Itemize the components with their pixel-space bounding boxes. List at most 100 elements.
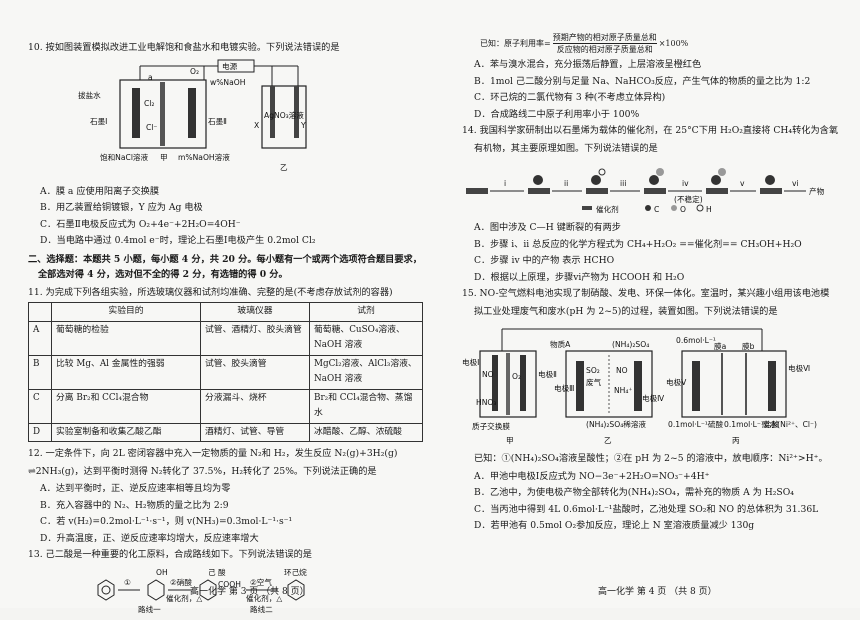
fuel-cell-apparatus-diagram: 0.6mol·L⁻¹ 电极Ⅰ 电极Ⅱ NO O₂ HNO₃ 质子交换膜 甲 物质… — [462, 328, 817, 445]
table-row: D 实验室制备和收集乙酸乙酯 酒精灯、试管、导管 冰醋酸、乙醇、浓硫酸 — [28, 422, 423, 442]
q15-figure: 0.6mol·L⁻¹ 电极Ⅰ 电极Ⅱ NO O₂ HNO₃ 质子交换膜 甲 物质… — [462, 321, 842, 447]
table-cell: MgCl₂溶液、AlCl₃溶液、NaOH 溶液 — [309, 354, 423, 390]
catalyst-5 — [706, 188, 728, 194]
legend-o-label: O — [680, 205, 686, 214]
atom-econ-prefix: 已知：原子利用率= — [480, 38, 551, 48]
carbon-atom — [649, 175, 659, 185]
membrane-a-label: a — [148, 73, 153, 82]
q13-option-a: A．苯与溴水混合，充分振荡后静置，上层溶液呈橙红色 — [474, 59, 702, 70]
q15-stem-line2: 拟工业处理废气和废水(pH 为 2~5)的过程，装置如图。下列说法错误的是 — [474, 305, 778, 317]
catalyst-surface-group — [466, 188, 782, 194]
step2-label: ②硝酸 — [170, 577, 192, 587]
mema-label: 膜a — [714, 341, 726, 351]
graphite-electrode-1 — [132, 87, 140, 138]
nacl-label: 饱和NaCl溶液 — [100, 152, 149, 162]
q12-stem-line1: 12. 一定条件下，向 2L 密闭容器中充入一定物质的量 N₂和 H₂，发生反应… — [28, 448, 398, 459]
carbon-atom — [591, 175, 601, 185]
table-cell: 分液漏斗、烧杯 — [200, 388, 310, 424]
methane-oxidation-mechanism: i ii iii iv v vi (不稳定) 产物 催化剂 C O H — [466, 168, 825, 214]
step3-label: ②空气 — [250, 577, 272, 587]
catalyst-4 — [644, 188, 666, 194]
section2-header: 二、选择题：本题共 5 小题，每小题 4 分，共 20 分。每小题有一个或两个选… — [28, 252, 428, 283]
q15-option-d: D．若甲池有 0.5mol O₂参加反应，理论上 N 室溶液质量减少 130g — [474, 520, 755, 531]
atom-economy-note: 已知：原子利用率= 预期产物的相对原子质量总和 反应物的相对原子质量总和 ×10… — [462, 32, 842, 55]
e5-label: 电极Ⅴ — [666, 377, 687, 387]
cl2-label: Cl₂ — [144, 99, 154, 108]
nh4-label: NH₄⁺ — [614, 386, 632, 395]
q14-option-b: B．步骤 i、ii 总反应的化学方程式为 CH₄+H₂O₂ ==催化剂== CH… — [474, 238, 802, 250]
q12-option-a: A．达到平衡时，正、逆反应速率相等且均为零 — [40, 483, 231, 494]
atom-econ-suffix: ×100% — [658, 38, 689, 48]
benzene-ring — [97, 578, 115, 601]
cl-ion-label: Cl⁻ — [146, 123, 157, 132]
legend-c-swatch — [645, 205, 651, 211]
q14-option-c: C．步骤 iv 中的产物 表示 HCHO — [474, 255, 615, 266]
catalyst-1 — [466, 188, 488, 194]
step-iii-label: iii — [620, 179, 626, 188]
dilute-label: (NH₄)₂SO₄稀溶液 — [586, 419, 646, 429]
left-column: 10. 按如图装置模拟改进工业电解饱和食盐水和电镀实验。下列说法错误的是 电源 … — [28, 40, 428, 619]
no-label-yi: NO — [616, 366, 628, 375]
q10-option-a: A．膜 a 应使用阳离子交换膜 — [40, 185, 160, 197]
jia-label: 甲 — [506, 436, 514, 445]
electrode-5 — [692, 361, 700, 411]
jia-label: 甲 — [160, 153, 168, 162]
q12-option-b: B．充入容器中的 N₂、H₂物质的量之比为 2:9 — [40, 499, 229, 511]
legend-o-swatch — [671, 205, 677, 211]
no-label-jia: NO — [482, 370, 494, 379]
table-cell: 试管、酒精灯、胶头滴管 — [200, 320, 310, 356]
cell-jia — [119, 78, 207, 149]
e1-label: 电极Ⅰ — [462, 357, 479, 367]
yi-label: 乙 — [604, 436, 612, 445]
q10-option-b: B．用乙装置给铜镀银，Y 应为 Ag 电极 — [40, 202, 203, 213]
legend-catalyst-swatch — [582, 206, 592, 210]
graphite2-label: 石墨Ⅱ — [208, 117, 227, 126]
q12-stem-line2: ⇌2NH₃(g)，达到平衡时测得 N₂转化了 37.5%，H₂转化了 25%。下… — [28, 465, 377, 477]
cat2-label: 催化剂，△ — [246, 593, 282, 603]
q13-option-d: D．合成路线二中原子利用率小于 100% — [474, 108, 640, 120]
gas-label: 废气 — [586, 377, 602, 387]
cell-jia — [479, 350, 537, 418]
table-cell: D — [28, 422, 52, 442]
yi-label: 乙 — [280, 163, 288, 172]
q13-option-b: B．1mol 己二酸分别与足量 Na、NaHCO₃反应，产生气体的物质的量之比为… — [474, 75, 811, 87]
table-cell: 分离 Br₂和 CCl₄混合物 — [51, 388, 201, 424]
legend-catalyst-label: 催化剂 — [596, 204, 619, 214]
q13-option-c: C．环己烷的二氯代物有 3 种(不考虑立体异构) — [474, 92, 666, 103]
electrode-x — [270, 85, 275, 138]
cyclohexanol-ring — [147, 578, 165, 601]
electrode-4 — [634, 361, 642, 411]
step-vi-label: vi — [792, 179, 799, 188]
pem-label: 质子交换膜 — [472, 421, 510, 431]
table-cell: 试管、胶头滴管 — [200, 354, 310, 390]
catalyst-2 — [528, 188, 550, 194]
q14-figure: i ii iii iv v vi (不稳定) 产物 催化剂 C O H — [462, 158, 842, 216]
step1-label: ① — [124, 578, 131, 587]
cell-bing — [681, 350, 787, 418]
molecule-group — [533, 168, 775, 185]
proton-exchange-membrane — [506, 353, 510, 415]
oxygen-atom — [656, 168, 664, 176]
carbon-atom — [533, 175, 543, 185]
q14-option-a: A．图中涉及 C—H 键断裂的有两步 — [474, 222, 621, 233]
q15-option-c: C．当丙池中得到 4L 0.6mol·L⁻¹盐酸时，乙池处理 SO₂和 NO 的… — [474, 503, 819, 515]
electrolysis-apparatus-diagram: 电源 a O₂ w%NaOH 拔盐水 Cl₂ Cl⁻ 石墨Ⅰ 石墨Ⅱ 饱和NaC… — [78, 59, 307, 172]
atom-econ-fraction: 预期产物的相对原子质量总和 反应物的相对原子质量总和 — [552, 32, 657, 55]
unstable-label: (不稳定) — [674, 194, 703, 204]
table-cell: 葡萄糖、CuSO₄溶液、NaOH 溶液 — [309, 320, 423, 356]
e4-label: 电极Ⅳ — [642, 393, 664, 403]
q10-stem: 10. 按如图装置模拟改进工业电解饱和食盐水和电镀实验。下列说法错误的是 — [28, 42, 340, 53]
table-header: 实验目的 — [51, 302, 201, 322]
q13-stem: 13. 己二酸是一种重要的化工原料，合成路线如下。下列说法错误的是 — [28, 549, 312, 560]
oh-label: OH — [156, 568, 168, 577]
nh42so4-label: (NH₄)₂SO₄ — [612, 340, 649, 349]
table-cell: 比较 Mg、Al 金属性的强弱 — [51, 354, 201, 390]
section2-line1: 二、选择题：本题共 5 小题，每小题 4 分，共 20 分。每小题有一个或两个选… — [28, 253, 422, 265]
agno3-label: AgNO₃溶液 — [264, 110, 304, 120]
step-ii-label: ii — [564, 179, 568, 188]
memb-label: 膜b — [742, 341, 755, 351]
q10-figure: 电源 a O₂ w%NaOH 拔盐水 Cl₂ Cl⁻ 石墨Ⅰ 石墨Ⅱ 饱和NaC… — [28, 58, 428, 180]
legend-h-swatch — [696, 204, 704, 212]
graphite-electrode-2 — [188, 87, 196, 138]
